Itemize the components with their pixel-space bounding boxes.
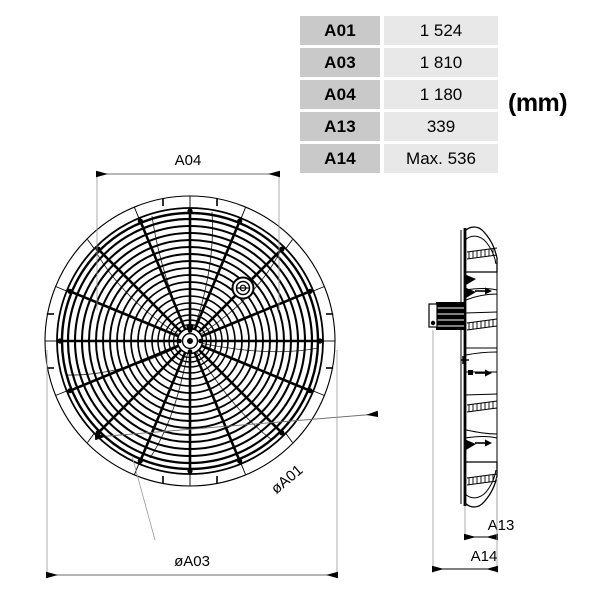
dimension-value: 1 180	[384, 80, 498, 109]
fan-blade-outlines	[65, 211, 319, 459]
rim-tick-marks	[46, 198, 334, 484]
dimension-key: A13	[300, 112, 380, 141]
airflow-arrows	[468, 287, 492, 447]
blade-profiles	[465, 293, 498, 435]
dimension-a03: øA03	[46, 350, 338, 579]
blade-chamber-lines	[464, 271, 498, 463]
dimension-line	[94, 410, 379, 441]
dimension-label-a14: A14	[471, 548, 498, 565]
leader-line	[131, 455, 156, 541]
grille-grommet-detail	[231, 276, 255, 300]
blade-tip-lower	[464, 461, 498, 508]
motor-terminal-box	[428, 303, 438, 328]
dimension-table: A01 1 524 A03 1 810 A04 1 180 A13 339 A1…	[300, 13, 498, 176]
table-row: A13 339	[300, 112, 498, 141]
side-view-section: A13 A14	[428, 226, 515, 573]
table-row: A04 1 180	[300, 80, 498, 109]
dimension-key: A03	[300, 48, 380, 77]
dimension-value: Max. 536	[384, 144, 498, 173]
dimension-value: 339	[384, 112, 498, 141]
table-row: A14 Max. 536	[300, 144, 498, 173]
spine-tick-marks	[461, 356, 469, 364]
inlet-wedges	[464, 274, 476, 450]
motor-hub-block	[428, 302, 464, 330]
dimension-key: A01	[300, 16, 380, 45]
motor-body	[436, 302, 464, 330]
motor-cable-gland	[430, 320, 436, 326]
blade-tip-upper	[464, 226, 498, 273]
dimension-label-a04: A04	[175, 152, 202, 169]
table-row: A03 1 810	[300, 48, 498, 77]
dimension-table-body: A01 1 524 A03 1 810 A04 1 180 A13 339 A1…	[300, 16, 498, 173]
dimension-a14: A14	[432, 330, 498, 573]
unit-label: (mm)	[508, 89, 568, 117]
dimension-a04: A04	[96, 152, 280, 310]
table-row: A01 1 524	[300, 16, 498, 45]
dimension-value: 1 524	[384, 16, 498, 45]
section-hatching	[466, 247, 498, 486]
dimension-key: A14	[300, 144, 380, 173]
dimension-value: 1 810	[384, 48, 498, 77]
fan-center-hub	[176, 325, 204, 355]
blade-tip-lower-inner	[464, 469, 497, 499]
dimension-label-a13: A13	[488, 517, 515, 534]
dimension-key: A04	[300, 80, 380, 109]
motor-fins	[436, 307, 464, 327]
dimension-label-a01: øA01	[268, 462, 306, 498]
dimension-label-a03: øA03	[174, 553, 210, 570]
front-view-grille: A04 øA01 øA03	[44, 152, 379, 579]
blade-tip-upper-inner	[464, 235, 497, 265]
